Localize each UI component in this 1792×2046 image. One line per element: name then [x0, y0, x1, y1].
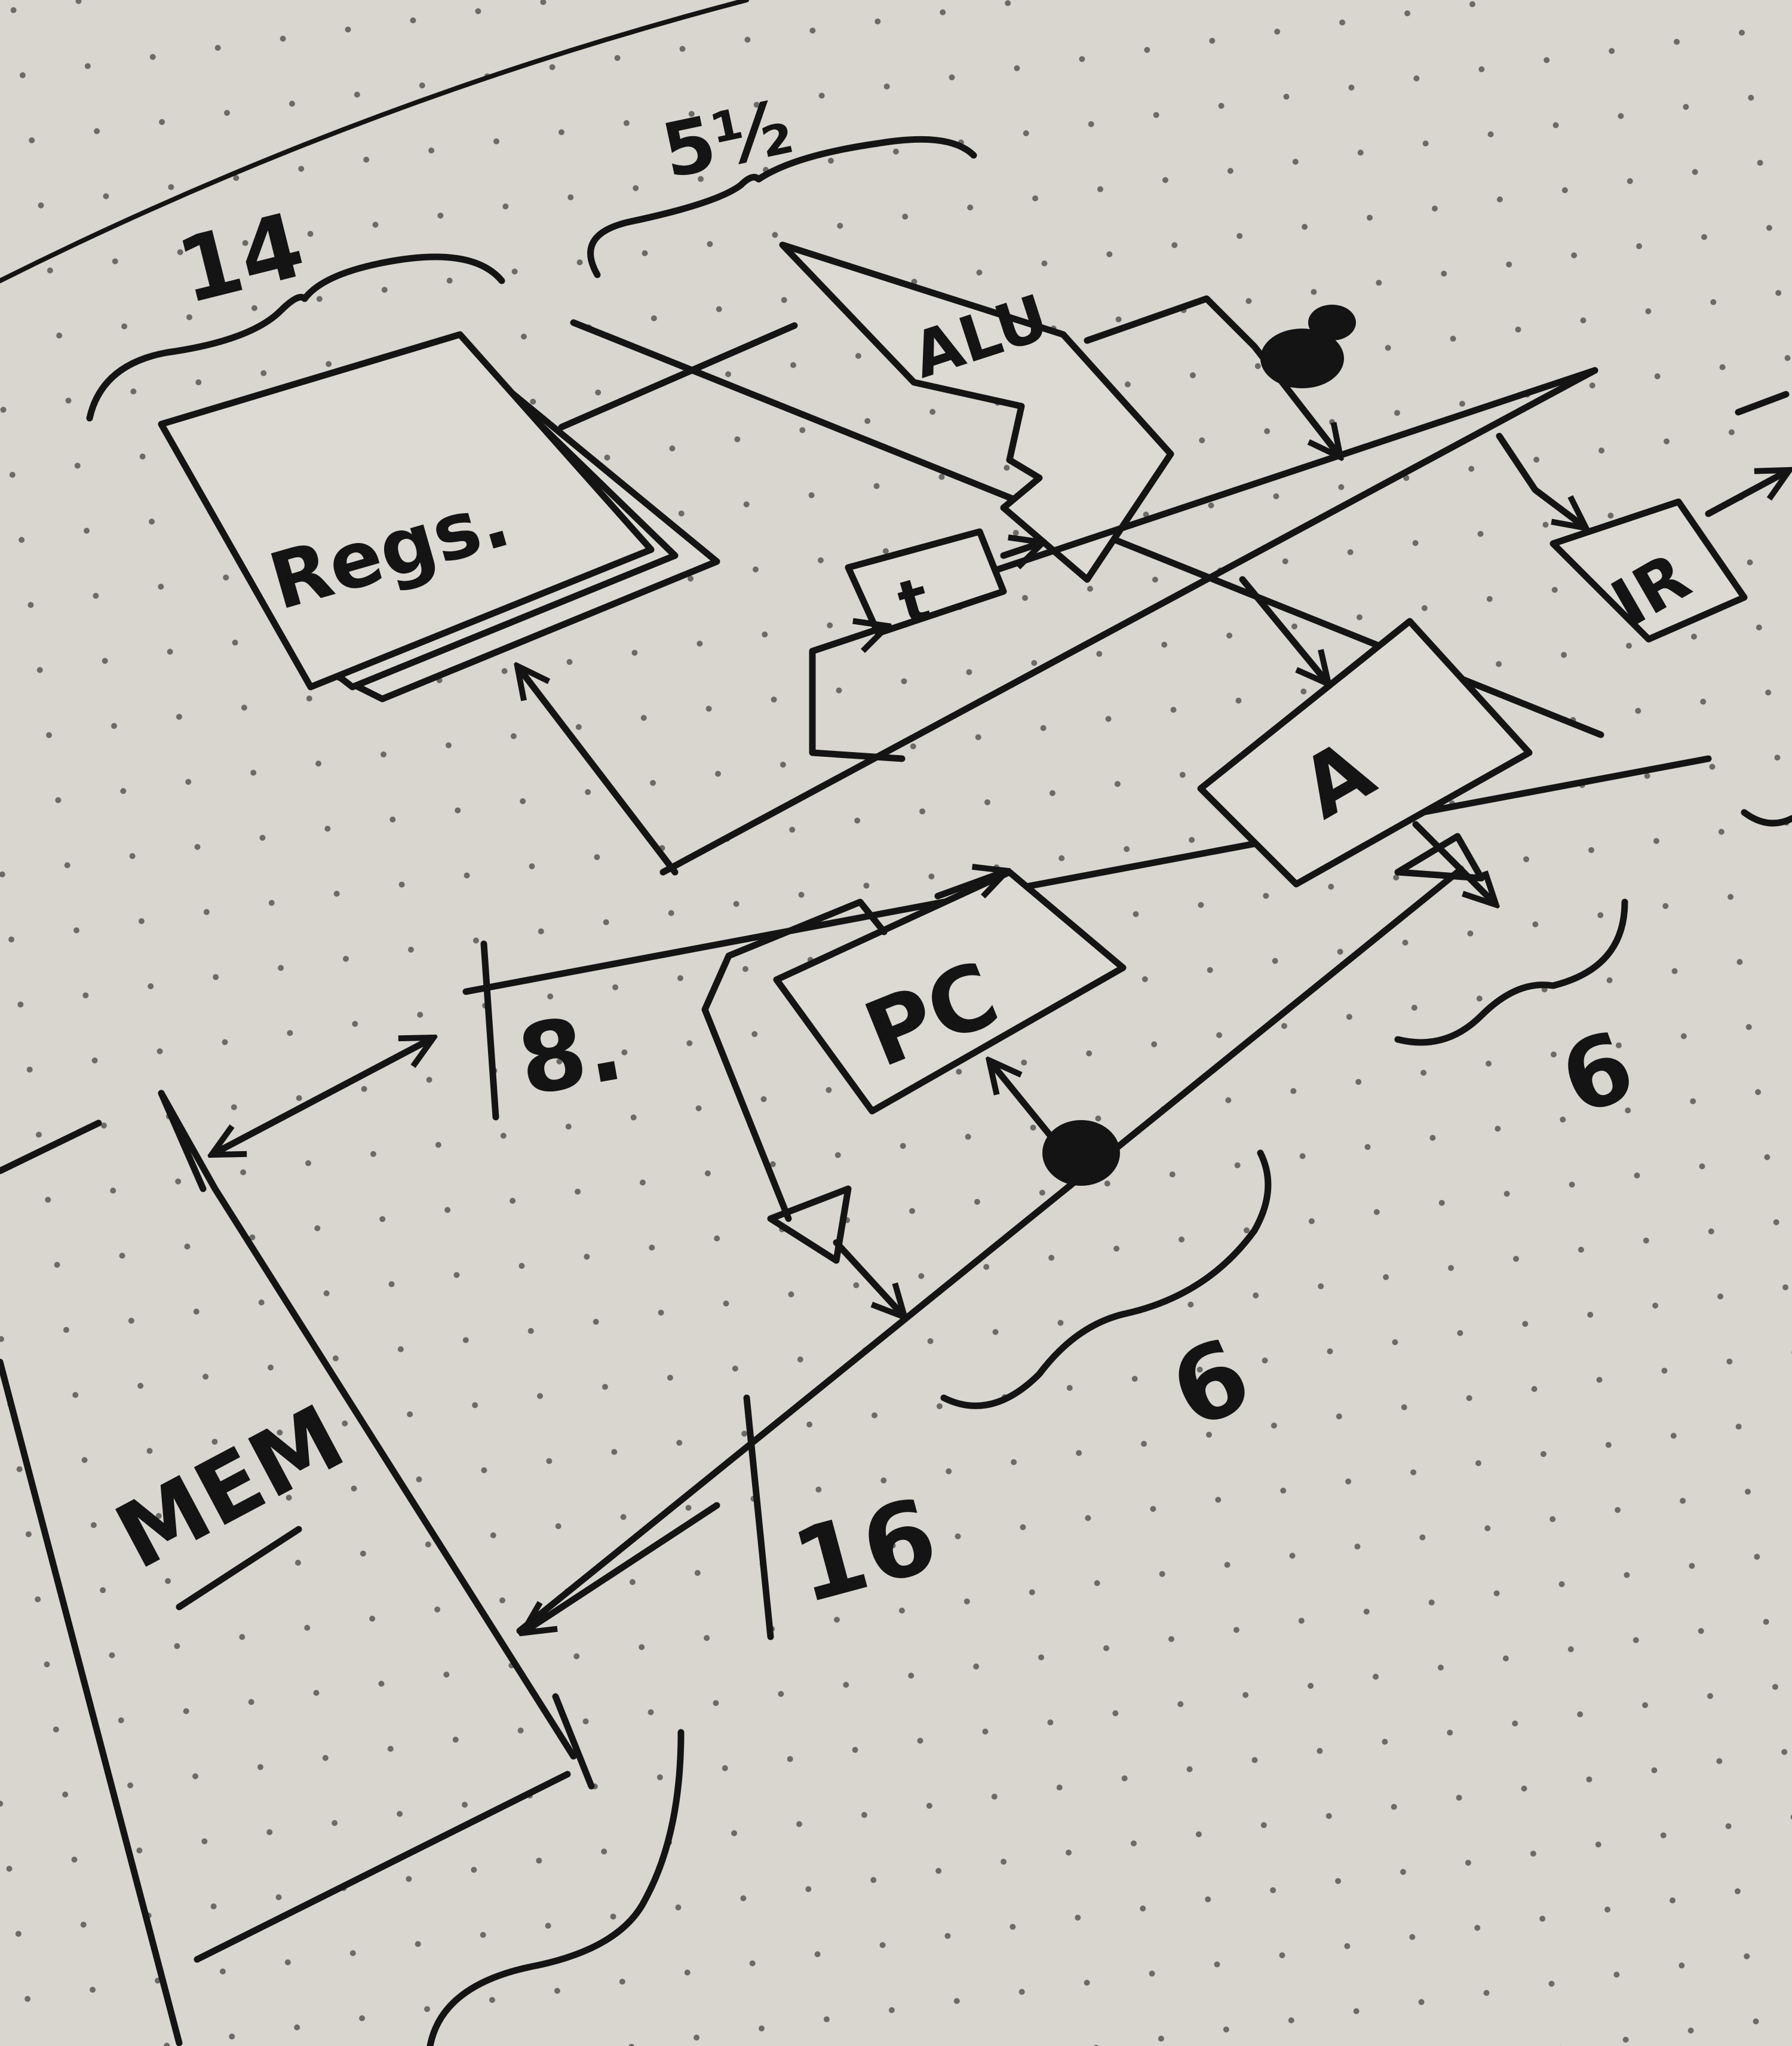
- regs-block: Regs.: [158, 331, 720, 703]
- ir-register: IR: [1549, 498, 1748, 643]
- ir-output-wire: [1705, 472, 1786, 517]
- regs-alu-line: [558, 322, 798, 431]
- mem-right-edge: [158, 1090, 577, 1760]
- mem-corner-mark: [552, 1693, 595, 1790]
- mem-left-edge: [0, 1358, 183, 2046]
- bus-to-a-wire: [1239, 576, 1326, 681]
- bus-to-regs-arrow: [520, 669, 679, 876]
- mem-bus16-wire: [526, 1502, 720, 1631]
- pc-inc-to-bus-wire: [833, 1239, 902, 1314]
- t-register: t: [845, 528, 1007, 639]
- bus-to-ir-wire: [1496, 432, 1583, 526]
- mem-label-underline: [176, 1526, 302, 1611]
- a-box: [1197, 618, 1533, 888]
- mem-top-mark: [158, 1090, 207, 1192]
- pc-feedback-wire: [701, 898, 888, 1222]
- bus-upper: [659, 367, 1598, 876]
- pc-incrementer: [767, 1185, 852, 1264]
- a-tristate-buffer: [1394, 833, 1485, 882]
- ir-box: [1549, 498, 1748, 643]
- alu-block: ALU: [779, 241, 1174, 583]
- ir-next-block-edge: [1735, 391, 1790, 416]
- alu-output-wire: [1084, 295, 1338, 454]
- pc-tristate-blob: [1042, 1120, 1120, 1186]
- alu-tristate-blob-2: [1308, 305, 1356, 341]
- t-box: [845, 528, 1007, 637]
- bus-16: [516, 869, 1461, 1634]
- bus-to-t-wire: [809, 627, 906, 762]
- regs-box: [158, 331, 655, 691]
- alu-tristate-blob: [1260, 329, 1344, 388]
- pc-brace: [940, 1149, 1272, 1409]
- mem-bus8-wire: [215, 1039, 430, 1153]
- mem-left-line: [0, 1119, 102, 1174]
- regs-brace: [86, 253, 505, 422]
- right-brace-fragment: [1741, 809, 1792, 827]
- mem-brace: [426, 1729, 685, 2046]
- a-to-bus-wire: [1412, 821, 1493, 902]
- pc-box: [773, 869, 1127, 1115]
- page-edge: [0, 0, 749, 283]
- pc-top-input: [934, 872, 1004, 900]
- mem-bottom-edge: [194, 1771, 571, 1963]
- alu-brace: [587, 136, 977, 278]
- bus8-slash: [480, 940, 499, 1121]
- alu-shape: [779, 241, 1174, 583]
- t-to-alu-wire: [1000, 544, 1039, 556]
- bus8-label: 8.: [510, 990, 631, 1118]
- a-brace: [1394, 898, 1628, 1046]
- bus-8: [462, 755, 1712, 995]
- bus16-slash: [743, 1394, 774, 1640]
- a-register: A: [1197, 618, 1533, 888]
